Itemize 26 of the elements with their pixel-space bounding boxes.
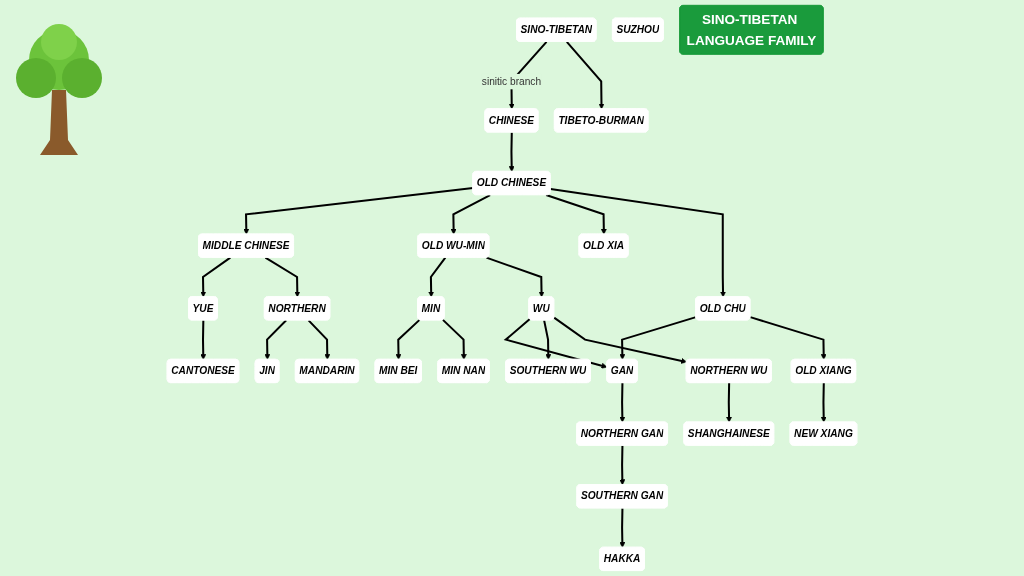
arrow [307, 319, 331, 360]
arrow [442, 319, 467, 360]
arrow [619, 316, 697, 360]
arrow [486, 256, 545, 298]
arrow [550, 188, 726, 298]
arrow [566, 41, 605, 110]
edge-label: sinitic branch [481, 75, 542, 87]
arrow [543, 320, 552, 360]
arrow [395, 319, 421, 360]
arrow [553, 316, 687, 364]
arrow [200, 320, 207, 360]
arrow [619, 382, 626, 423]
arrow [503, 318, 608, 369]
arrow [264, 256, 301, 298]
arrow [820, 382, 827, 423]
arrow [264, 319, 287, 360]
arrow [508, 132, 515, 172]
arrow [450, 194, 491, 235]
arrow [243, 186, 474, 235]
arrow [750, 316, 827, 360]
arrow [428, 257, 447, 298]
arrow [545, 194, 607, 235]
arrow [619, 445, 626, 486]
arrow [200, 256, 231, 298]
arrow [726, 382, 732, 423]
arrow [619, 508, 626, 548]
